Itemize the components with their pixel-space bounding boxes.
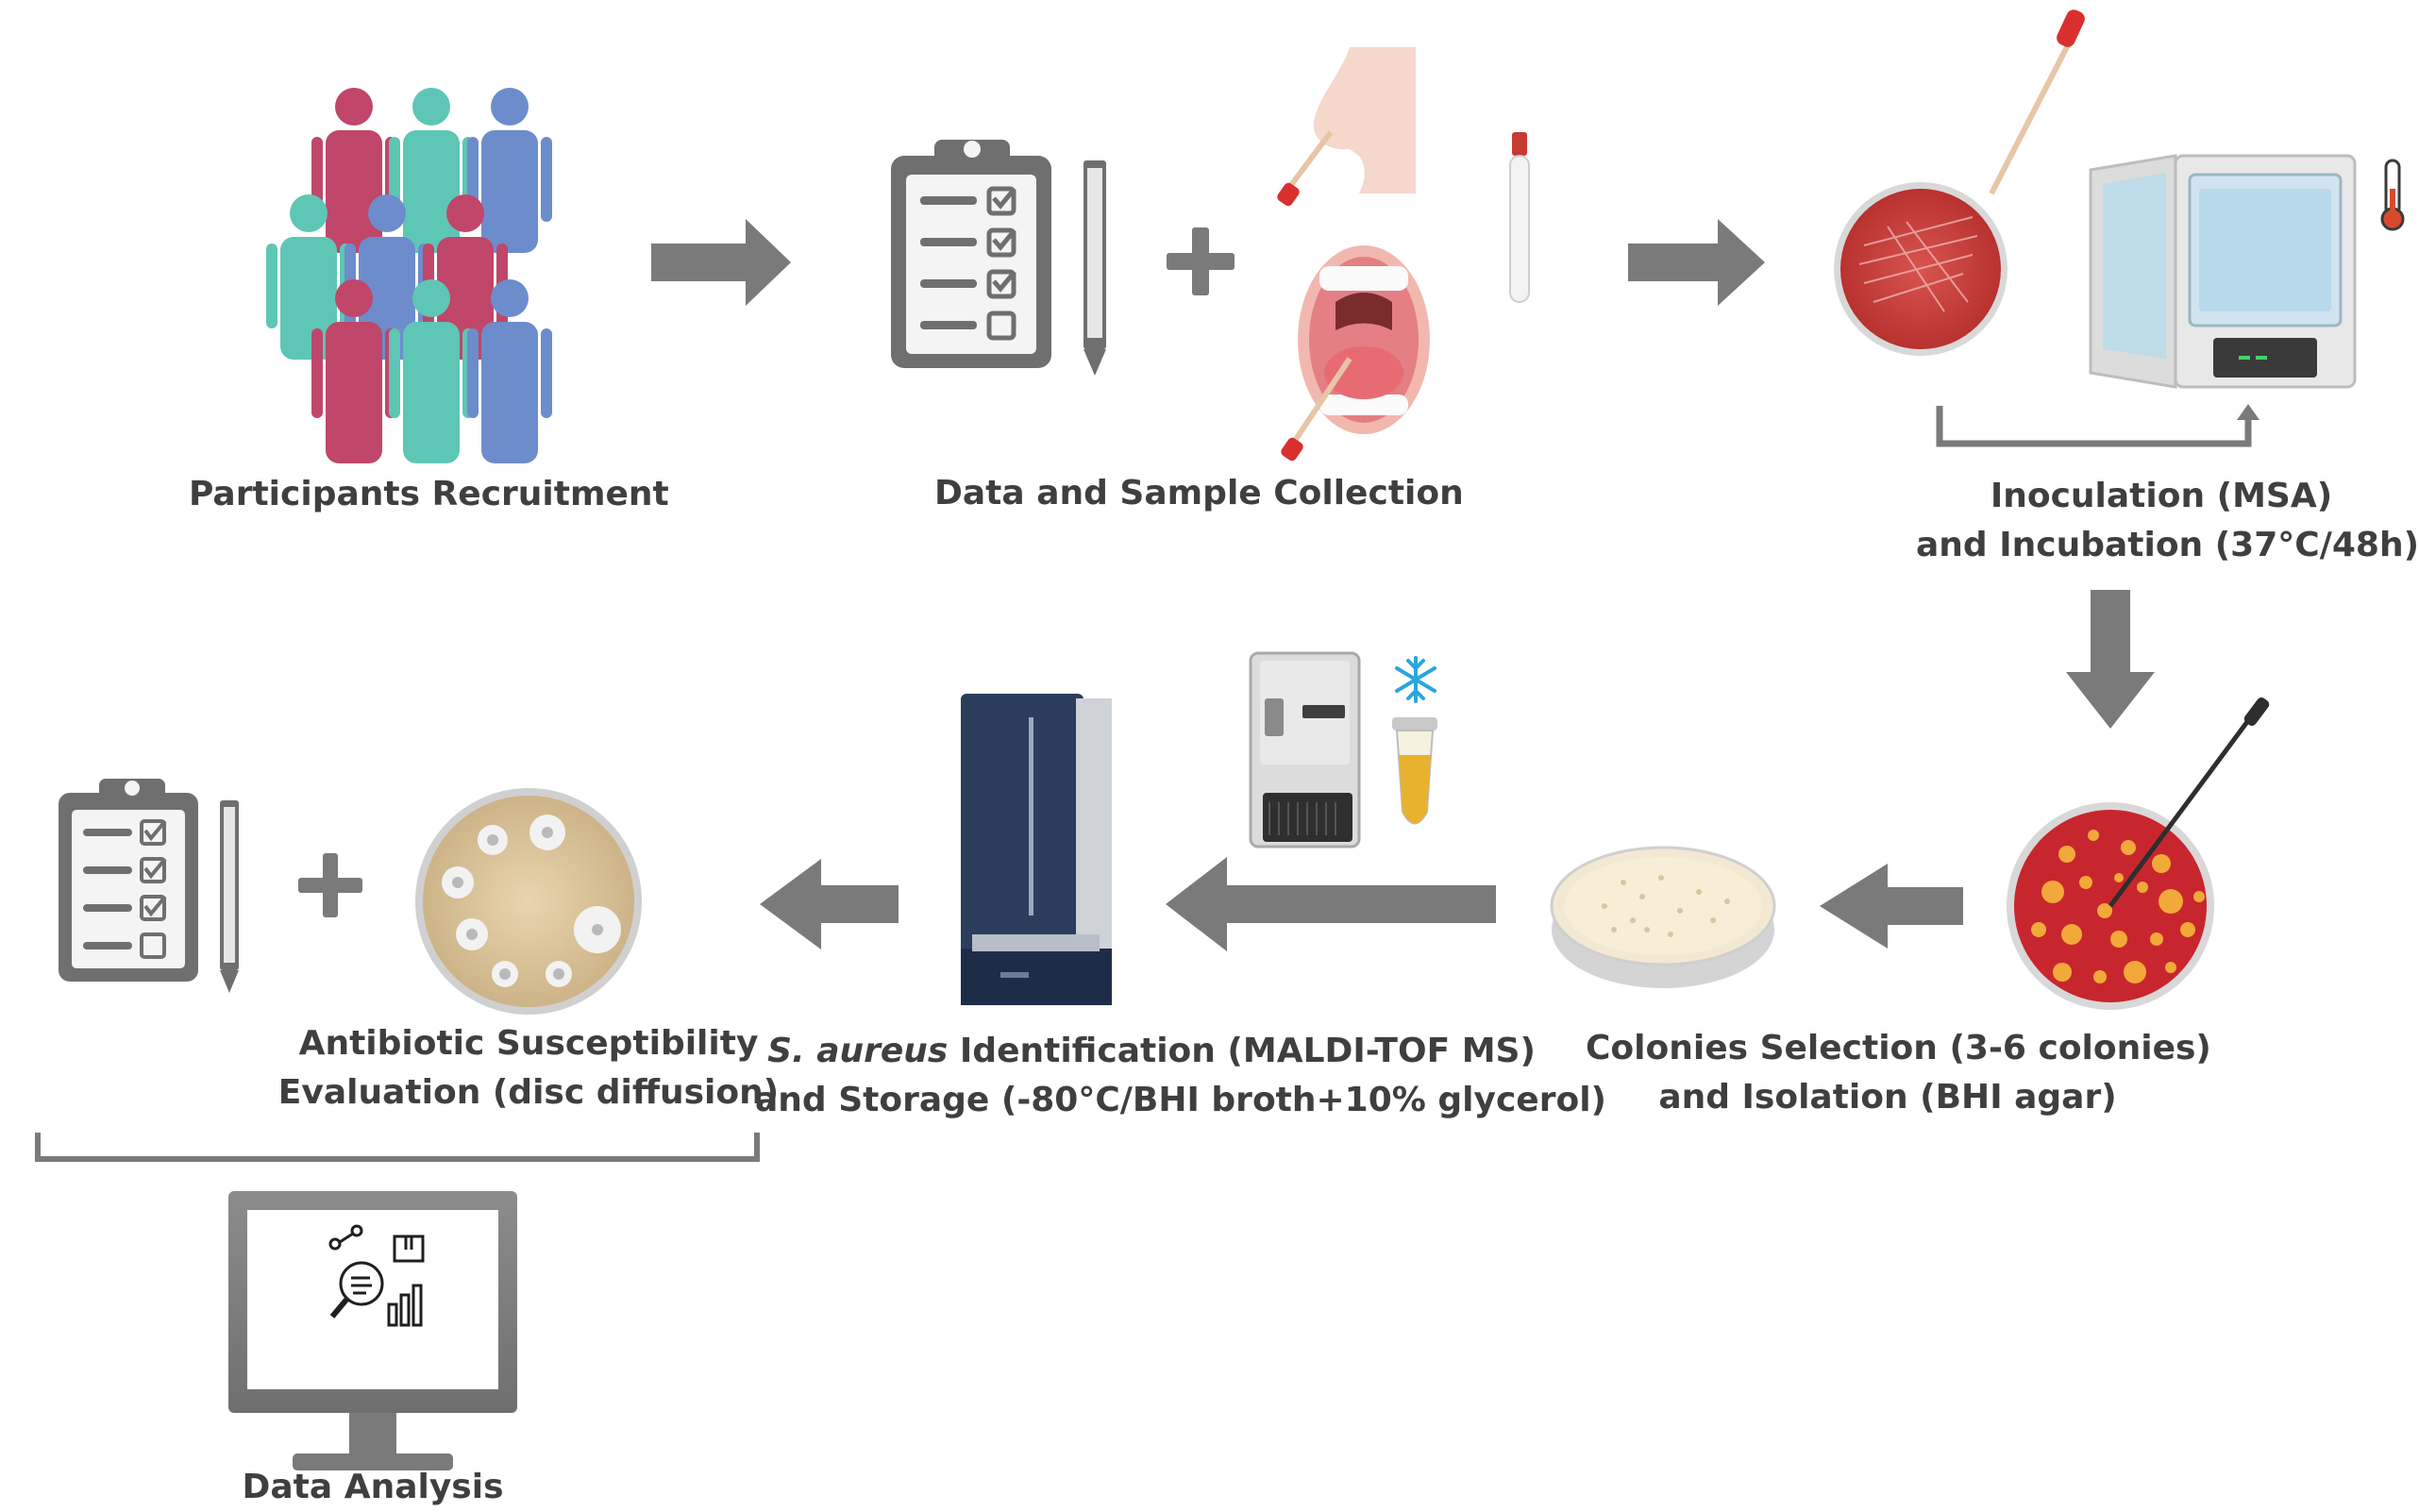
people-group-icon <box>266 88 552 463</box>
bracket-connector-2 <box>35 1133 760 1162</box>
label-identification-storage: S. aureus Identification (MALDI-TOF MS) … <box>755 1027 1606 1125</box>
maldi-tof-instrument-icon <box>961 694 1112 1005</box>
pencil-icon <box>1084 160 1106 376</box>
plus-icon-2 <box>298 853 362 917</box>
person-icon <box>467 88 552 253</box>
person-icon <box>467 279 552 463</box>
arrow-left-icon <box>760 859 899 949</box>
plus-icon <box>1167 227 1235 295</box>
bhi-plate-icon <box>1550 846 1776 988</box>
pencil-icon-2 <box>220 800 239 993</box>
label-data-analysis: Data Analysis <box>242 1468 504 1506</box>
label-colonies-line2: and Isolation (BHI agar) <box>1658 1078 2117 1117</box>
arrow-right-icon <box>1628 219 1765 306</box>
colony-plate-icon <box>2007 697 2270 1010</box>
disc-diffusion-plate-icon <box>415 788 642 1015</box>
nose-swab-icon <box>1277 47 1416 207</box>
arrow-down-icon <box>2066 590 2155 729</box>
mouth-throat-icon <box>1281 245 1430 462</box>
label-data-sample-collection: Data and Sample Collection <box>934 474 1464 512</box>
label-antibiotic-line2: Evaluation (disc diffusion) <box>277 1073 780 1112</box>
label-participants-recruitment: Participants Recruitment <box>189 475 669 513</box>
arrow-right-icon <box>651 219 791 306</box>
label-antibiotic-line1: Antibiotic Susceptibility <box>298 1024 759 1063</box>
species-name: S. aureus <box>767 1032 949 1070</box>
label-inoculation: Inoculation (MSA) and Incubation (37°C/4… <box>1916 472 2419 570</box>
arrow-left-icon <box>1166 857 1496 951</box>
arrow-up-icon <box>2237 404 2259 420</box>
label-antibiotic-susceptibility: Antibiotic Susceptibility Evaluation (di… <box>274 1019 783 1117</box>
computer-monitor-icon <box>228 1191 517 1470</box>
label-identification-line2: and Storage (-80°C/BHI broth+10% glycero… <box>755 1081 1606 1119</box>
thermometer-icon <box>2380 159 2405 231</box>
ultra-freezer-icon <box>1249 651 1361 848</box>
snowflake-icon <box>1395 656 1436 703</box>
label-colonies-line1: Colonies Selection (3-6 colonies) <box>1586 1029 2211 1067</box>
label-identification-rest: Identification (MALDI-TOF MS) <box>948 1032 1536 1070</box>
label-inoculation-line2: and Incubation (37°C/48h) <box>1916 526 2419 564</box>
clipboard-checklist-icon-2 <box>59 779 198 982</box>
bracket-connector <box>1936 406 2252 447</box>
clipboard-checklist-icon <box>891 140 1051 368</box>
label-identification-line1: S. aureus Identification (MALDI-TOF MS) <box>755 1027 1548 1076</box>
label-colonies-selection: Colonies Selection (3-6 colonies) and Is… <box>1586 1024 2211 1122</box>
arrow-left-icon <box>1820 864 1963 949</box>
incubator-icon <box>2089 154 2357 389</box>
cryotube-icon <box>1392 717 1437 825</box>
swab-tube-icon <box>1509 132 1530 303</box>
msa-plate-icon <box>1834 9 2085 356</box>
data-analysis-icon <box>328 1224 425 1327</box>
label-inoculation-line1: Inoculation (MSA) <box>1990 477 2333 515</box>
